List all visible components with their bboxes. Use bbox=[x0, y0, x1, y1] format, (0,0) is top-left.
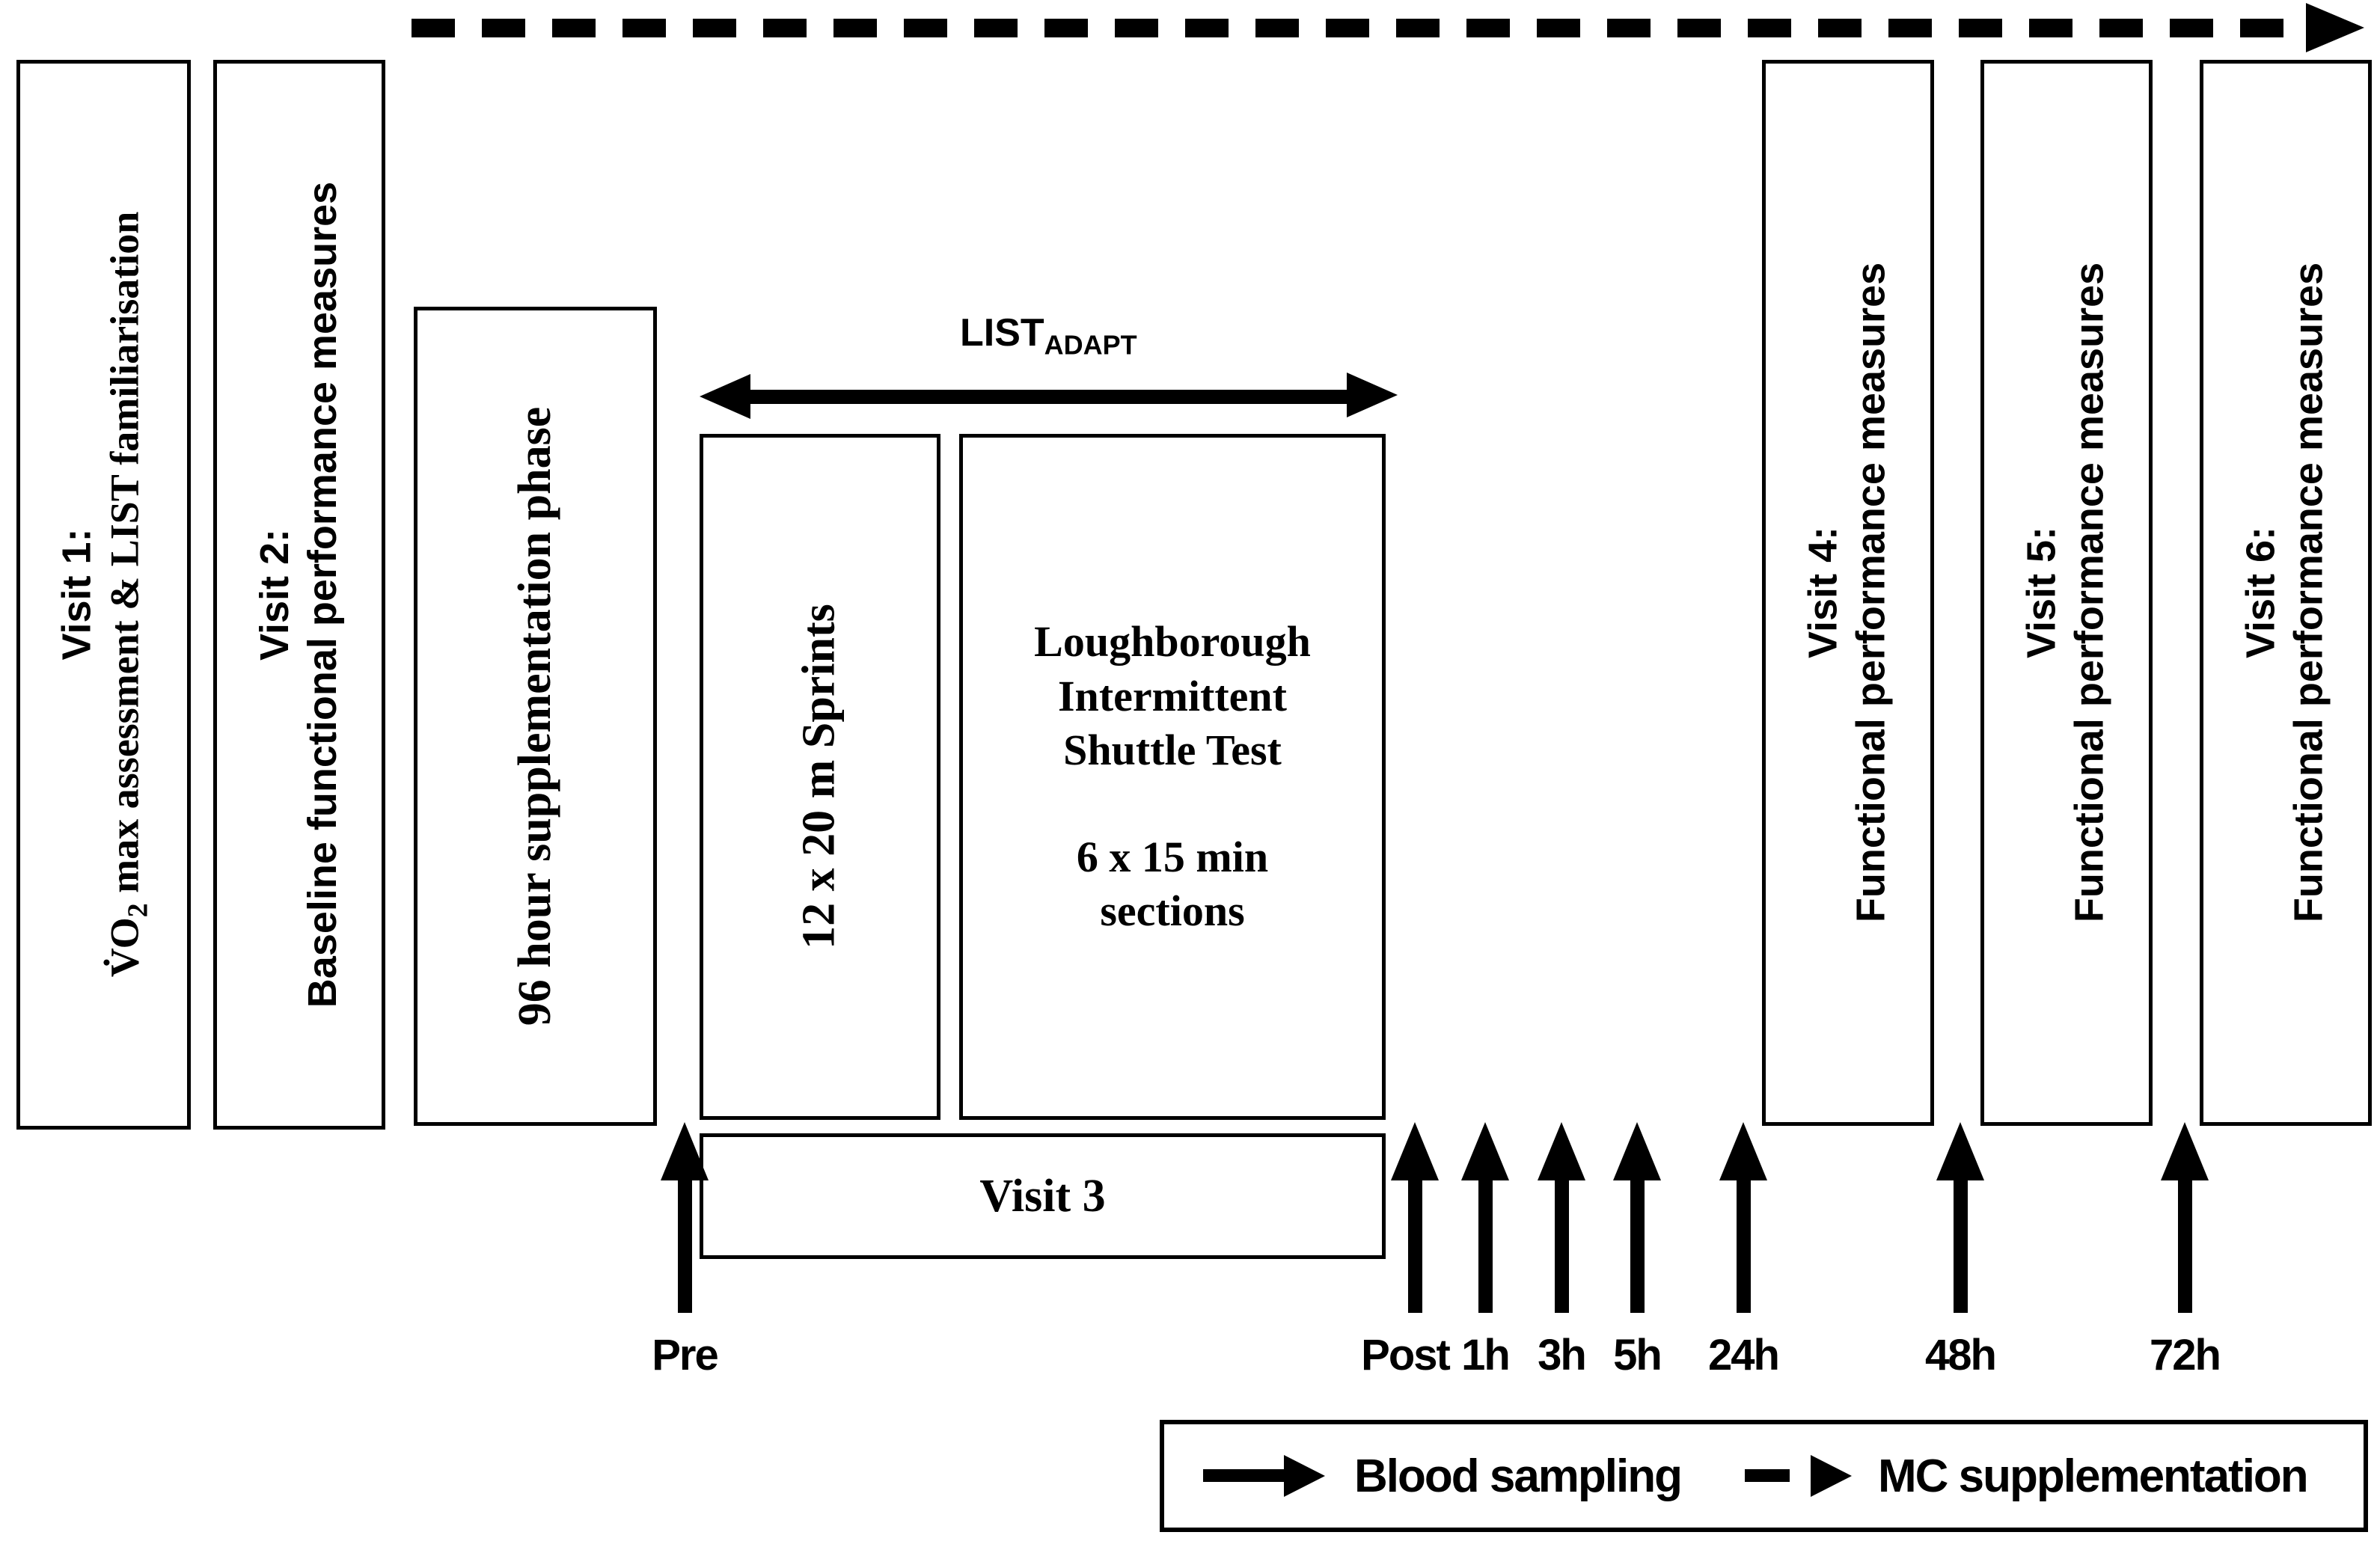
timepoint-label-1h: 1h bbox=[1461, 1331, 1511, 1379]
visit-2-box bbox=[213, 60, 385, 1130]
list-adapt-arrowhead-right-icon bbox=[1347, 373, 1398, 417]
visit-1-box bbox=[16, 60, 191, 1130]
blood-sampling-arrow-3h bbox=[1538, 1122, 1585, 1313]
list-title: Loughborough Intermittent Shuttle Test bbox=[1034, 617, 1311, 775]
visit-3-label: Visit 3 bbox=[979, 1170, 1106, 1222]
supplementation-phase-label: 96 hour supplementation phase bbox=[414, 307, 657, 1126]
visit-4-box bbox=[1762, 60, 1934, 1126]
legend-mc-supplementation-label: MC supplementation bbox=[1878, 1450, 2309, 1502]
visit-2-header: Visit 2: bbox=[252, 528, 298, 661]
visit-1-body: V̇O2 max assessment & LIST familiarisati… bbox=[102, 211, 153, 978]
visit-4-header: Visit 4: bbox=[1800, 526, 1846, 659]
visit-4-label: Visit 4: Functional performance measures bbox=[1762, 60, 1934, 1126]
blood-sampling-arrow-48h bbox=[1936, 1122, 1984, 1313]
blood-sampling-arrow-72h bbox=[2161, 1122, 2209, 1313]
visit-1-label: Visit 1: V̇O2 max assessment & LIST fami… bbox=[17, 60, 192, 1130]
visit-6-body: Functional performance measures bbox=[2286, 262, 2331, 923]
timepoint-label-72h: 72h bbox=[2150, 1331, 2221, 1379]
list-adapt-arrowhead-left-icon bbox=[700, 374, 750, 419]
supplementation-phase-box bbox=[414, 307, 657, 1126]
sprints-text: 12 x 20 m Sprints bbox=[793, 604, 845, 949]
timepoint-label-pre: Pre bbox=[652, 1331, 719, 1379]
visit-2-body: Baseline functional performance measures bbox=[300, 181, 345, 1008]
timepoint-label-3h: 3h bbox=[1538, 1331, 1587, 1379]
sprints-box bbox=[700, 434, 940, 1120]
list-adapt-arrow-shaft bbox=[741, 390, 1356, 404]
mc-supplementation-dashes bbox=[412, 19, 2303, 37]
list-box: Loughborough Intermittent Shuttle Test 6… bbox=[959, 434, 1386, 1120]
blood-sampling-arrow-24h bbox=[1719, 1122, 1767, 1313]
visit-4-body: Functional performance measures bbox=[1848, 262, 1894, 923]
blood-sampling-arrow-post bbox=[1391, 1122, 1439, 1313]
timepoint-label-48h: 48h bbox=[1925, 1331, 1997, 1379]
blood-sampling-arrow-1h bbox=[1461, 1122, 1509, 1313]
timepoint-label-5h: 5h bbox=[1613, 1331, 1662, 1379]
visit-5-header: Visit 5: bbox=[2019, 526, 2064, 659]
visit-6-box bbox=[2200, 60, 2372, 1126]
list-adapt-label: LISTADAPT bbox=[960, 311, 1137, 361]
visit-6-label: Visit 6: Functional performance measures bbox=[2200, 60, 2372, 1126]
list-detail: 6 x 15 min sections bbox=[1076, 832, 1269, 936]
blood-sampling-arrow-pre bbox=[661, 1122, 709, 1313]
timepoint-label-24h: 24h bbox=[1708, 1331, 1780, 1379]
timepoint-label-post: Post bbox=[1361, 1331, 1451, 1379]
blood-sampling-arrow-5h bbox=[1613, 1122, 1661, 1313]
visit-3-box: Visit 3 bbox=[700, 1133, 1386, 1259]
visit-1-header: Visit 1: bbox=[54, 528, 100, 661]
visit-6-header: Visit 6: bbox=[2238, 526, 2283, 659]
visit-5-label: Visit 5: Functional performance measures bbox=[1980, 60, 2153, 1126]
visit-5-body: Functional performance measures bbox=[2067, 262, 2112, 923]
visit-5-box bbox=[1980, 60, 2153, 1126]
mc-supplementation-arrowhead-icon bbox=[2306, 3, 2364, 52]
visit-2-label: Visit 2: Baseline functional performance… bbox=[213, 60, 385, 1130]
legend-blood-sampling-label: Blood sampling bbox=[1354, 1450, 1683, 1502]
sprints-label: 12 x 20 m Sprints bbox=[700, 434, 940, 1120]
supplementation-phase-text: 96 hour supplementation phase bbox=[509, 406, 560, 1026]
